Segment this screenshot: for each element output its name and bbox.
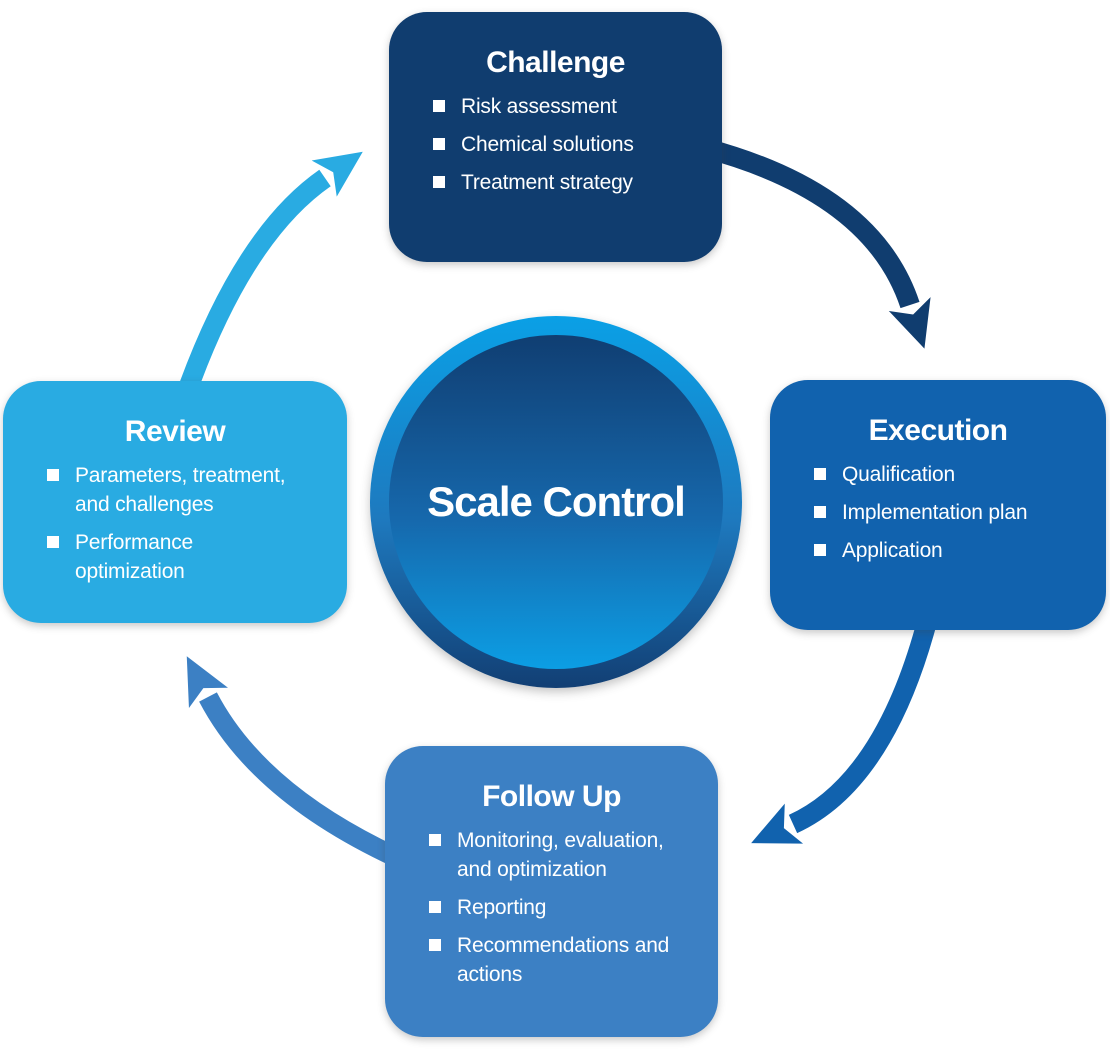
challenge-box: Challenge Risk assessment Chemical solut…	[389, 12, 722, 262]
challenge-list: Risk assessment Chemical solutions Treat…	[389, 92, 722, 197]
list-item: Monitoring, evaluation, and optimization	[429, 826, 700, 884]
bullet-square-icon	[429, 901, 441, 913]
list-item: Recommendations and actions	[429, 931, 700, 989]
bullet-square-icon	[433, 138, 445, 150]
center-circle-ring: Scale Control	[370, 316, 742, 688]
list-item: Reporting	[429, 893, 700, 922]
list-item-label: Application	[842, 539, 943, 562]
list-item-label: Treatment strategy	[461, 171, 633, 194]
arrow-challenge-to-execution-icon	[702, 138, 931, 349]
list-item-label: Risk assessment	[461, 95, 617, 118]
list-item: Application	[814, 536, 1088, 565]
follow-up-box: Follow Up Monitoring, evaluation, and op…	[385, 746, 718, 1037]
follow-up-title: Follow Up	[482, 780, 621, 813]
bullet-square-icon	[814, 468, 826, 480]
list-item-label: Performance optimization	[75, 531, 194, 583]
list-item-label: Monitoring, evaluation, and optimization	[457, 829, 664, 881]
list-item: Implementation plan	[814, 498, 1088, 527]
review-list: Parameters, treatment, and challenges Pe…	[3, 461, 347, 586]
list-item-label: Reporting	[457, 896, 547, 919]
list-item: Treatment strategy	[433, 168, 704, 197]
review-box: Review Parameters, treatment, and challe…	[3, 381, 347, 623]
execution-list: Qualification Implementation plan Applic…	[770, 460, 1106, 565]
bullet-square-icon	[429, 834, 441, 846]
bullet-square-icon	[814, 544, 826, 556]
list-item-label: Recommendations and actions	[457, 934, 670, 986]
challenge-title: Challenge	[486, 46, 625, 79]
list-item: Parameters, treatment, and challenges	[47, 461, 329, 519]
center-circle: Scale Control	[389, 335, 723, 669]
execution-box: Execution Qualification Implementation p…	[770, 380, 1106, 630]
bullet-square-icon	[47, 536, 59, 548]
bullet-square-icon	[814, 506, 826, 518]
bullet-square-icon	[433, 176, 445, 188]
list-item-label: Qualification	[842, 463, 955, 486]
list-item-label: Implementation plan	[842, 501, 1028, 524]
bullet-square-icon	[433, 100, 445, 112]
list-item: Chemical solutions	[433, 130, 704, 159]
list-item-label: Parameters, treatment, and challenges	[75, 464, 286, 516]
execution-title: Execution	[868, 414, 1008, 447]
bullet-square-icon	[429, 939, 441, 951]
review-title: Review	[124, 415, 226, 448]
bullet-square-icon	[47, 469, 59, 481]
follow-up-list: Monitoring, evaluation, and optimization…	[385, 826, 718, 989]
list-item: Performance optimization	[47, 528, 329, 586]
list-item-label: Chemical solutions	[461, 133, 634, 156]
list-item: Qualification	[814, 460, 1088, 489]
arrow-review-to-challenge-icon	[176, 151, 363, 398]
arrow-followup-to-review-icon	[186, 656, 407, 870]
arrow-execution-to-followup-icon	[751, 615, 938, 844]
list-item: Risk assessment	[433, 92, 704, 121]
center-label: Scale Control	[427, 478, 686, 525]
